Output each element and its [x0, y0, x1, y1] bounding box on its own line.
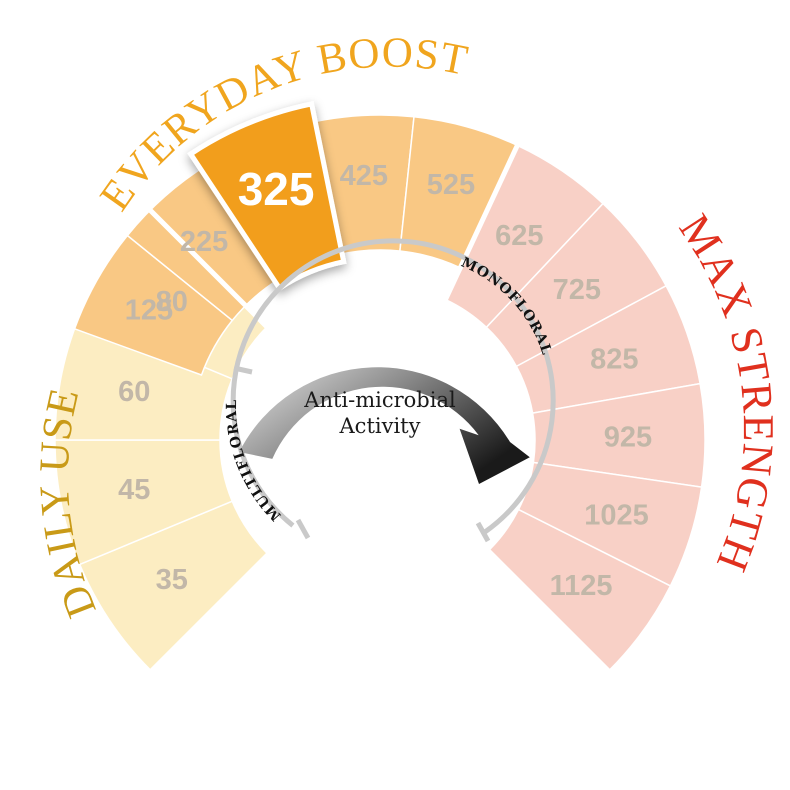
segment-label-80: 80: [156, 286, 188, 318]
segment-label-45: 45: [118, 474, 150, 506]
center-label-line2: Activity: [339, 414, 421, 438]
highlight-label-325: 325: [238, 163, 315, 215]
segment-1125: [488, 508, 672, 671]
segment-label-125: 125: [125, 294, 173, 326]
segment-label-1125: 1125: [550, 570, 613, 602]
gauge-track: [230, 238, 556, 534]
highlight-segment-325: [187, 100, 347, 292]
group-divider-0: [147, 207, 269, 329]
segment-label-1025: 1025: [584, 500, 649, 532]
segment-label-825: 825: [590, 344, 638, 376]
segment-label-225: 225: [180, 226, 228, 258]
activity-arrow: [239, 367, 530, 484]
inner-gauge: [230, 238, 556, 543]
segment-label-625: 625: [495, 220, 543, 252]
group-dividers: [147, 142, 521, 329]
highlighted-segment: 325: [187, 100, 347, 292]
segment-label-525: 525: [427, 169, 475, 201]
segment-label-425: 425: [340, 160, 388, 192]
gauge-tick-mid: [233, 365, 253, 375]
group-divider-1: [443, 142, 521, 301]
center-label-line1: Anti-microbial: [303, 388, 456, 412]
gauge-tick-multi: [295, 518, 311, 540]
segment-label-60: 60: [118, 376, 150, 408]
segment-label-725: 725: [553, 274, 601, 306]
segment-label-35: 35: [156, 564, 188, 596]
gauge-tick-mono: [475, 521, 491, 543]
segment-label-925: 925: [604, 421, 652, 453]
